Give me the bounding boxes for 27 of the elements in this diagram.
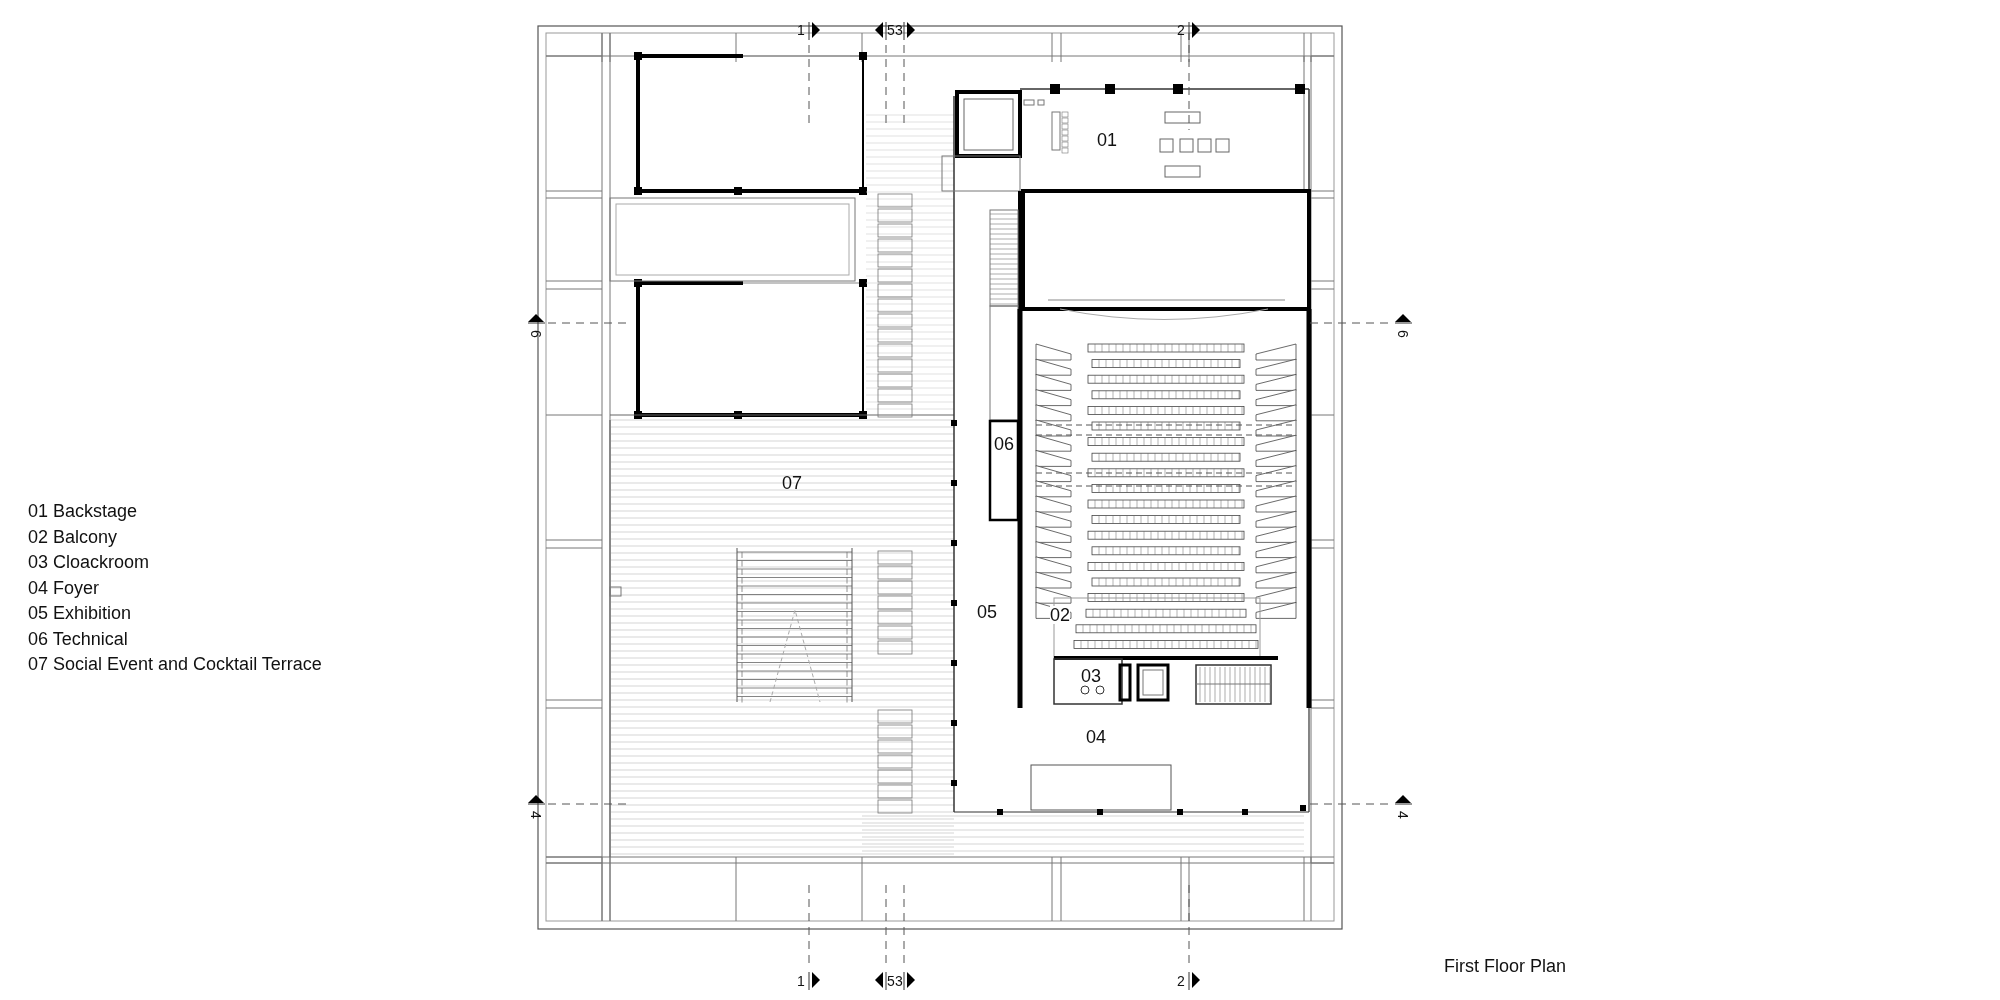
section-number: 4 <box>529 810 543 820</box>
room-key-item: 06 Technical <box>28 630 128 648</box>
room-key-item: 05 Exhibition <box>28 604 132 622</box>
room-key-item: 01 Backstage <box>28 502 138 520</box>
section-number: 3 <box>894 974 904 988</box>
room-number: 04 <box>1086 728 1106 746</box>
section-number: 1 <box>796 23 806 37</box>
section-number: 4 <box>1396 810 1410 820</box>
room-number: 06 <box>994 435 1014 453</box>
section-number: 5 <box>886 23 896 37</box>
room-number: 07 <box>782 474 802 492</box>
room-number: 01 <box>1097 131 1117 149</box>
room-key-item: 03 Cloackroom <box>28 553 150 571</box>
room-key-item: 07 Social Event and Cocktail Terrace <box>28 655 322 673</box>
section-number: 6 <box>529 329 543 339</box>
room-number: 02 <box>1050 606 1070 624</box>
section-number: 5 <box>886 974 896 988</box>
section-number: 2 <box>1176 974 1186 988</box>
room-key-item: 02 Balcony <box>28 528 118 546</box>
section-number: 2 <box>1176 23 1186 37</box>
section-number: 1 <box>796 974 806 988</box>
room-key-item: 04 Foyer <box>28 579 100 597</box>
room-number: 03 <box>1081 667 1101 685</box>
drawing-title: First Floor Plan <box>1444 957 1567 975</box>
room-number: 05 <box>977 603 997 621</box>
section-number: 3 <box>894 23 904 37</box>
section-number: 6 <box>1396 329 1410 339</box>
